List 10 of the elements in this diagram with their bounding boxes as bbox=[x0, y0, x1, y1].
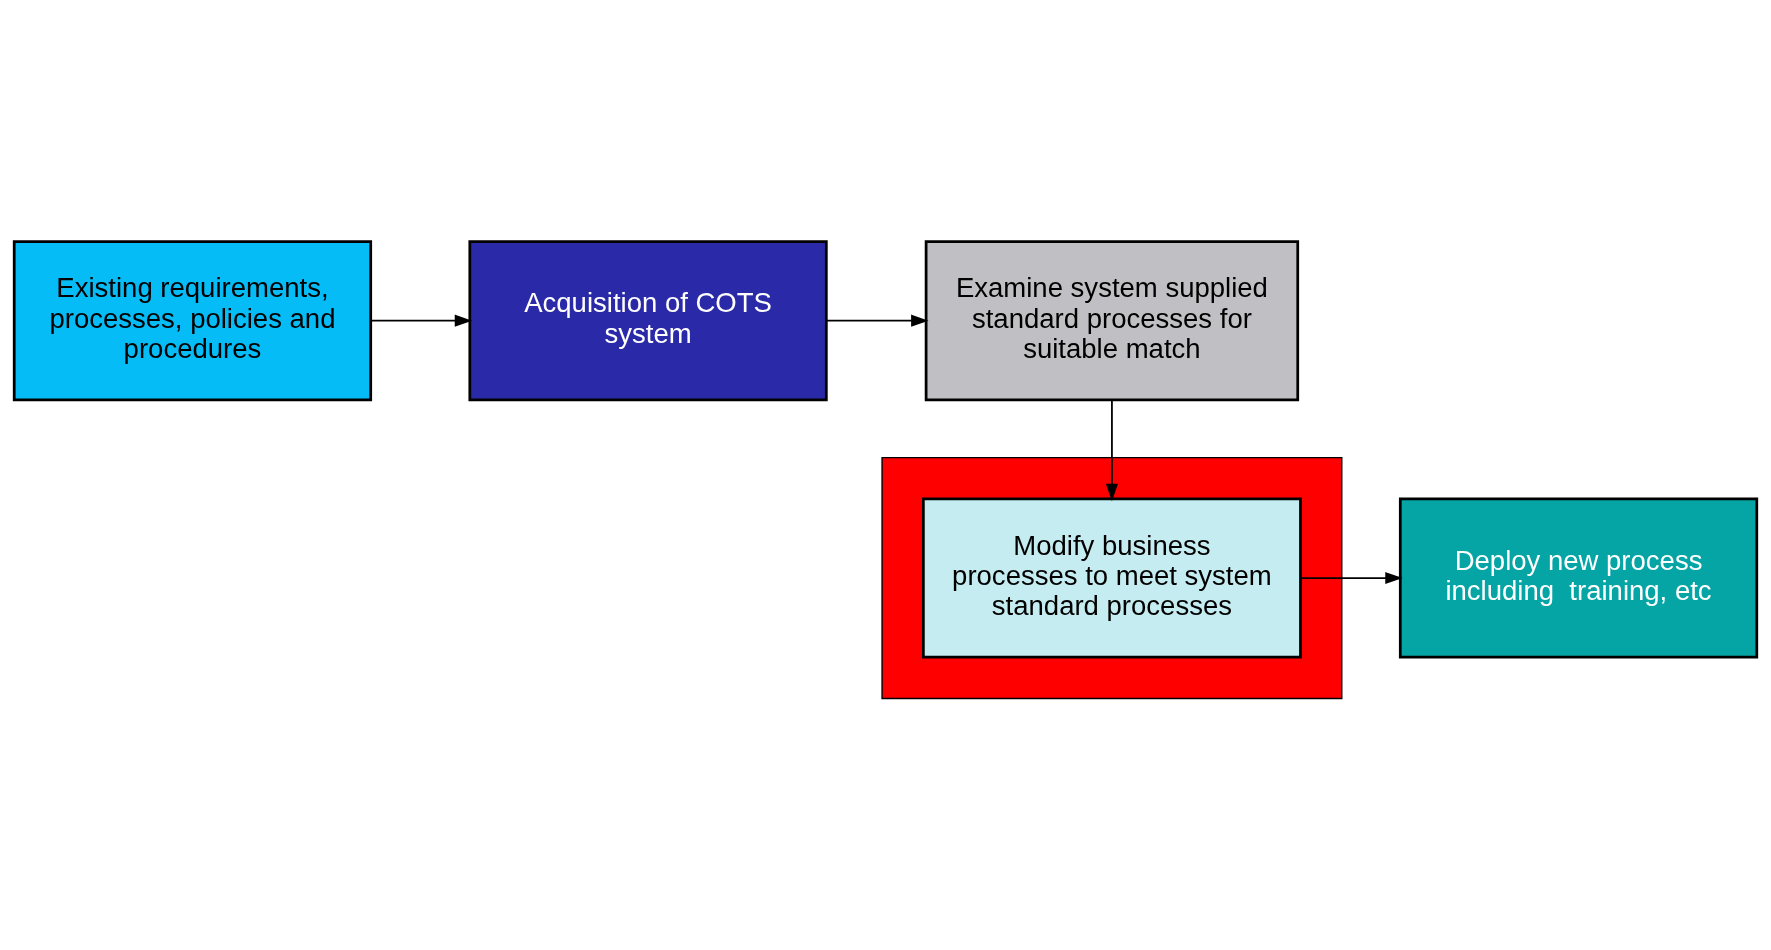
arrow bbox=[370, 314, 473, 327]
node-box: Modify business processes to meet system standard processes bbox=[921, 497, 1302, 659]
node-box: Existing requirements, processes, policies and procedures bbox=[12, 239, 373, 401]
node-box: Deploy new process including training, etc bbox=[1398, 497, 1759, 659]
arrow bbox=[825, 314, 929, 327]
cluster bbox=[881, 456, 1343, 699]
arrow bbox=[1299, 571, 1403, 584]
node-box: Acquisition of COTS system bbox=[468, 239, 828, 401]
arrow bbox=[1105, 398, 1118, 501]
node-box: Examine system supplied standard processes for suitable match bbox=[924, 239, 1300, 401]
